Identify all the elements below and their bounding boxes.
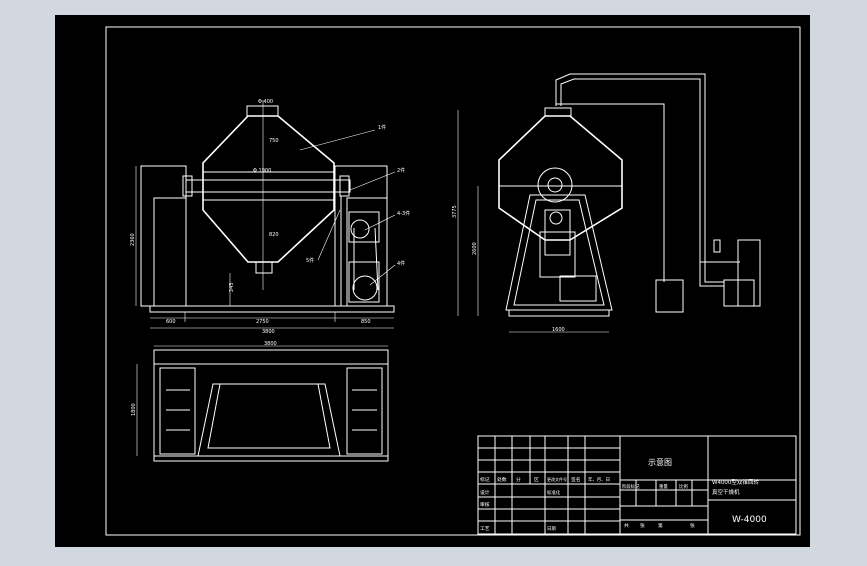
callout-reducer: 4件: [397, 260, 405, 267]
drawing-border: [105, 26, 801, 536]
tb-no: 第: [658, 522, 663, 529]
callout-body: 1件: [378, 124, 386, 131]
tb-header-zone: 区: [534, 477, 539, 483]
tb-row-process: 工艺: [480, 526, 490, 532]
drawing-sheet: [55, 15, 810, 547]
dim-front-height-total: 3775: [452, 205, 458, 218]
tb-row-review: 审核: [480, 501, 490, 508]
plan-view: [136, 345, 389, 462]
tb-weight: 重量: [659, 483, 668, 490]
front-view: [457, 73, 761, 333]
double-cone-vessel: [202, 115, 335, 263]
dim-plan-depth: 1800: [131, 403, 137, 416]
dim-overall-width: 3800: [262, 329, 275, 335]
motor: [348, 261, 380, 303]
dim-plan-width: 3800: [264, 341, 277, 347]
dim-seg-right: 850: [361, 319, 371, 325]
company-line-2: 真空干燥机: [712, 488, 740, 496]
front-drive-wheel: [537, 167, 573, 203]
title-block: [477, 435, 797, 535]
tb-sheets-b: 张: [690, 522, 695, 529]
dim-lower-height: 820: [269, 232, 279, 238]
company-line-1: W4000型双锥回转: [712, 478, 759, 486]
top-port: [246, 105, 279, 117]
dim-total-height: 2360: [130, 233, 136, 246]
tb-total: 共: [624, 522, 629, 529]
tb-stage: 阶段标记: [622, 483, 640, 490]
drawing-number: W-4000: [732, 515, 767, 525]
tb-header-count: 处数: [497, 476, 507, 483]
dim-seg-left: 600: [166, 319, 176, 325]
front-stand: [505, 194, 613, 311]
tb-header-mark: 标记: [480, 476, 490, 483]
bottom-port: [255, 261, 273, 274]
tb-header-sign: 签名: [571, 476, 581, 483]
dim-front-base: 1600: [552, 327, 565, 333]
side-base: [149, 305, 395, 313]
tb-date: 日期: [547, 526, 556, 532]
side-view: [135, 100, 396, 329]
callout-shaft: 2件: [397, 167, 405, 174]
tb-header-date: 年、月、日: [588, 476, 610, 483]
drawing-name: 示意图: [648, 457, 672, 467]
tb-sheets-a: 张: [640, 522, 645, 529]
vacuum-pipe: [555, 73, 724, 283]
dim-seg-mid: 2750: [256, 319, 269, 325]
dim-top-port: Φ 400: [258, 99, 273, 105]
tb-scale: 比例: [679, 483, 688, 490]
tb-header-part: 分: [516, 476, 521, 483]
reducer: [348, 211, 380, 243]
front-motor: [559, 275, 597, 302]
tb-standardize: 标准化: [547, 489, 561, 496]
callout-left: 5件: [306, 257, 314, 264]
callout-motor: 4-3件: [397, 210, 410, 217]
tb-header-docno: 更改文件号: [547, 476, 567, 482]
tb-row-design: 设计: [480, 489, 490, 496]
dim-front-height-lower: 2600: [472, 242, 478, 255]
dim-bottom-clear: 245: [229, 282, 235, 292]
dim-center: Φ 1900: [253, 168, 271, 174]
dim-upper-height: 750: [269, 138, 279, 144]
